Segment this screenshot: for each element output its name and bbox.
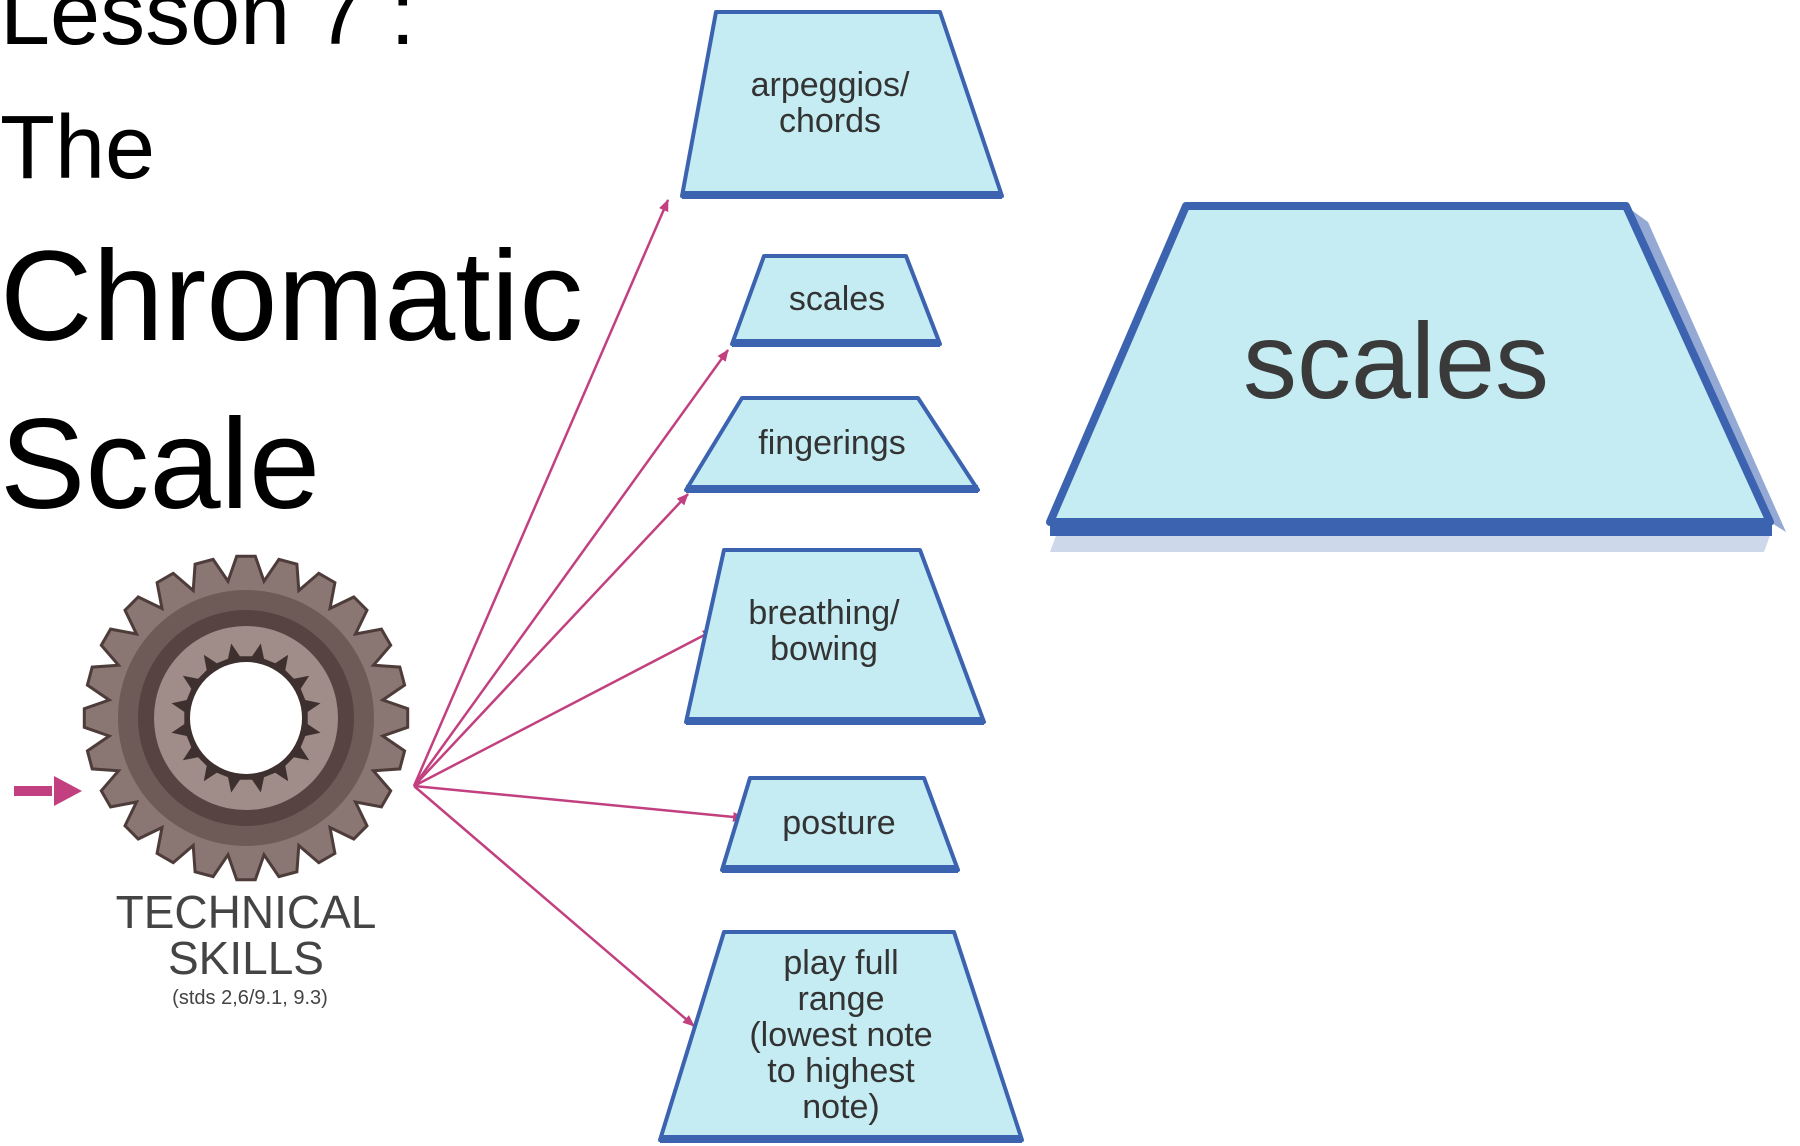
skill-box-base <box>682 191 1002 199</box>
skill-box-label: range <box>798 980 885 1018</box>
skill-arrow <box>413 785 695 1027</box>
zoomed-scales-box: scales <box>1046 202 1786 552</box>
skill-box-label: (lowest note <box>749 1016 932 1054</box>
lesson-title-chromatic: Chromatic <box>0 225 583 368</box>
skill-box-label: fingerings <box>758 424 905 462</box>
skill-box: posture <box>720 776 960 873</box>
skill-box-label: play full <box>783 944 898 982</box>
caption-standards: (stds 2,6/9.1, 9.3) <box>172 987 328 1009</box>
lesson-title-the: The <box>0 98 155 198</box>
lesson-title-scale: Scale <box>0 393 320 536</box>
skill-arrow <box>413 628 715 788</box>
skill-box: arpeggios/chords <box>680 10 1004 199</box>
skill-arrow <box>412 349 730 787</box>
zoomed-box-label: scales <box>1243 300 1549 421</box>
gear-icon <box>82 554 410 882</box>
skill-box-label: note) <box>802 1088 880 1126</box>
skill-box: breathing/bowing <box>684 548 986 725</box>
gear-bore <box>190 662 302 774</box>
skill-box-label: to highest <box>767 1052 915 1090</box>
skill-box-label: chords <box>779 102 881 140</box>
skill-box-base <box>732 339 940 347</box>
skill-arrow <box>413 784 745 822</box>
skill-box-label: bowing <box>770 630 878 668</box>
skill-box-label: scales <box>789 280 885 318</box>
skill-boxes: arpeggios/chords scales fingerings breathin… <box>658 10 1024 1143</box>
caption-technical: TECHNICAL <box>116 886 377 938</box>
caption-skills: SKILLS <box>168 932 324 984</box>
skill-arrow <box>412 199 670 787</box>
incoming-arrow <box>14 776 82 806</box>
skill-box: fingerings <box>684 396 980 493</box>
lesson-title: Lesson 7 : The Chromatic Scale <box>0 0 583 536</box>
skill-box-base <box>686 717 984 725</box>
lesson-number: Lesson 7 : <box>0 0 415 64</box>
skill-box-label: breathing/ <box>748 594 900 632</box>
skill-box-base <box>686 485 978 493</box>
skill-box-base <box>660 1135 1022 1143</box>
skill-box-label: arpeggios/ <box>751 66 910 104</box>
skill-arrow <box>413 493 689 787</box>
skill-box-base <box>722 865 958 873</box>
technical-skills-caption: TECHNICAL SKILLS (stds 2,6/9.1, 9.3) <box>116 886 377 1009</box>
skill-arrows <box>412 199 745 1027</box>
skill-box-label: posture <box>782 804 895 842</box>
skill-box: scales <box>730 254 942 347</box>
